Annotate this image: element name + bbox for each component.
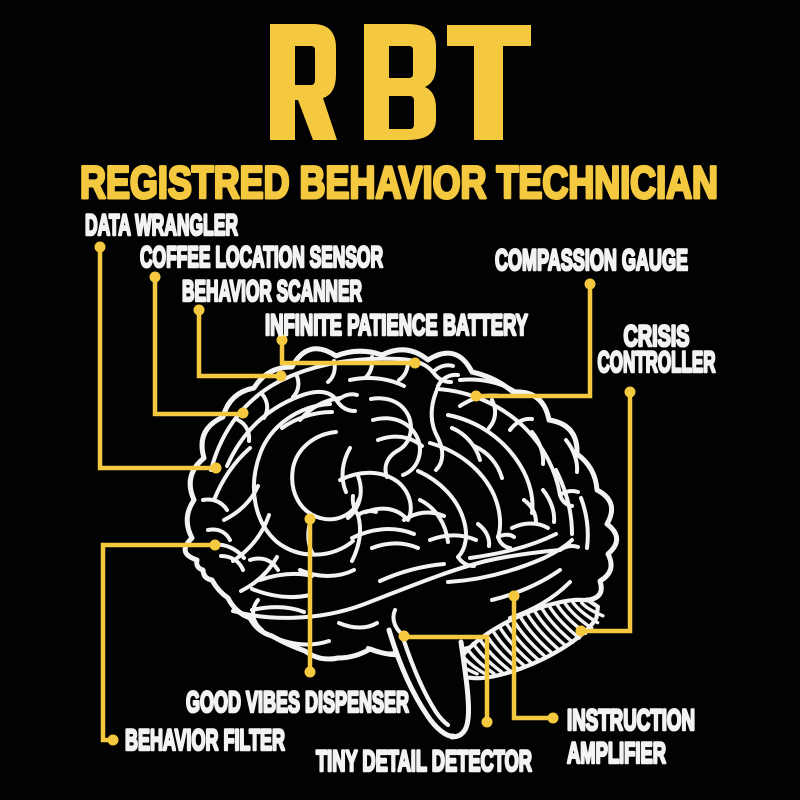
- svg-text:COFFEE LOCATION SENSOR: COFFEE LOCATION SENSOR: [140, 241, 383, 274]
- svg-text:BEHAVIOR SCANNER: BEHAVIOR SCANNER: [182, 275, 362, 308]
- svg-text:REGISTRED BEHAVIOR TECHNICIAN: REGISTRED BEHAVIOR TECHNICIAN: [80, 157, 718, 208]
- svg-text:CONTROLLER: CONTROLLER: [598, 346, 716, 379]
- svg-text:TINY DETAIL DETECTOR: TINY DETAIL DETECTOR: [316, 745, 532, 778]
- svg-text:CRISIS: CRISIS: [624, 320, 690, 353]
- svg-text:GOOD VIBES DISPENSER: GOOD VIBES DISPENSER: [186, 686, 409, 719]
- svg-text:BEHAVIOR FILTER: BEHAVIOR FILTER: [125, 724, 285, 757]
- svg-text:INFINITE PATIENCE BATTERY: INFINITE PATIENCE BATTERY: [265, 309, 528, 342]
- svg-text:AMPLIFIER: AMPLIFIER: [567, 737, 666, 770]
- svg-text:INSTRUCTION: INSTRUCTION: [567, 704, 695, 737]
- svg-text:DATA WRANGLER: DATA WRANGLER: [85, 209, 238, 242]
- svg-text:COMPASSION GAUGE: COMPASSION GAUGE: [495, 244, 688, 277]
